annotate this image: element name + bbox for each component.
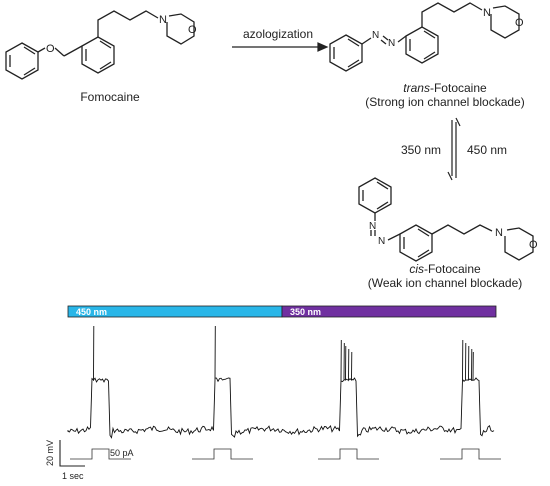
fomocaine-morph-o-atom: O (188, 24, 197, 36)
trans-fotocaine-name: trans-Fotocaine (350, 81, 540, 95)
trans-fotocaine-note: (Strong ion channel blockade) (365, 95, 525, 109)
photoswitch-arrows (447, 117, 461, 181)
forward-light-label: 350 nm (400, 143, 442, 157)
fomocaine-structure (5, 10, 195, 80)
stimulus-trace (70, 448, 501, 460)
trans-azo-n2: N (388, 38, 395, 49)
cis-fotocaine-structure (358, 177, 534, 262)
trans-suffix: -Fotocaine (429, 81, 487, 95)
fomocaine-o-atom: O (46, 43, 55, 55)
scale-time-label: 1 sec (62, 471, 84, 481)
voltage-trace (67, 325, 495, 439)
azologization-arrow (232, 42, 329, 52)
trans-n-atom: N (483, 7, 491, 19)
cis-n-atom: N (495, 227, 503, 239)
light-bar-450-label: 450 nm (76, 307, 107, 317)
cis-morph-o-atom: O (529, 239, 538, 251)
trans-morph-o-atom: O (515, 17, 524, 29)
reverse-light-label: 450 nm (466, 143, 508, 157)
fomocaine-label: Fomocaine (80, 90, 140, 104)
cis-prefix: cis (409, 262, 424, 276)
fomocaine-n-atom: N (159, 14, 167, 26)
stimulus-label: 50 pA (110, 448, 134, 458)
cis-azo-n1: N (369, 221, 376, 232)
light-bar-350 (281, 305, 497, 318)
scale-bar (59, 440, 85, 467)
trans-prefix: trans (403, 81, 430, 95)
cis-azo-n2: N (378, 236, 385, 247)
trans-fotocaine-structure (329, 2, 520, 72)
azologization-label: azologization (242, 27, 314, 41)
trans-azo-n1: N (372, 30, 379, 41)
cis-fotocaine-note: (Weak ion channel blockade) (367, 276, 523, 290)
cis-suffix: -Fotocaine (423, 262, 481, 276)
cis-fotocaine-name: cis-Fotocaine (350, 262, 540, 276)
scale-voltage-label: 20 mV (45, 440, 55, 466)
light-bar-350-label: 350 nm (290, 307, 321, 317)
